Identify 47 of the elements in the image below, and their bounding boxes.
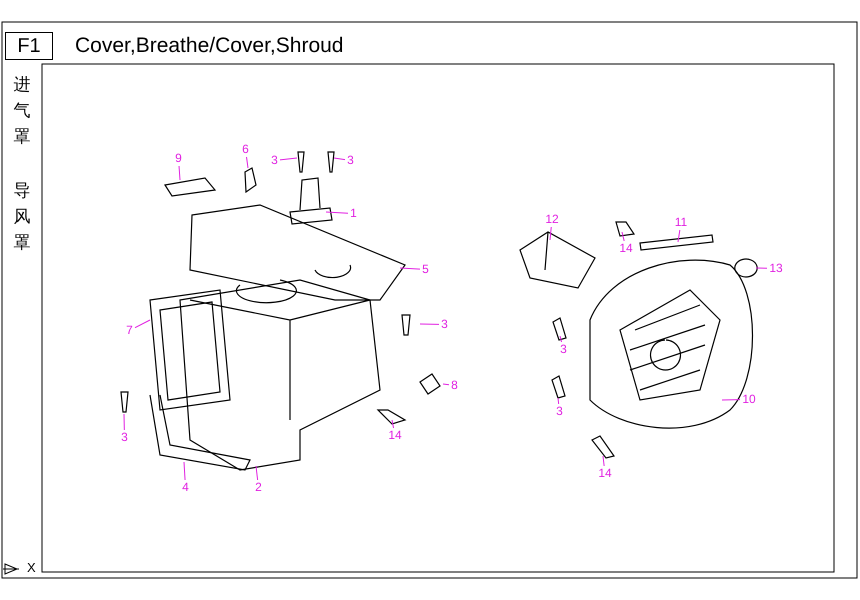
leader-line (678, 230, 680, 242)
leader-line (722, 399, 740, 400)
leader-line (420, 324, 440, 325)
leader-line (558, 398, 560, 404)
leader-line (246, 156, 248, 168)
leader-line (256, 466, 258, 480)
side-label: 导风罩 (12, 180, 32, 254)
callout-number: 11 (673, 216, 689, 229)
callout-number: 2 (254, 481, 263, 494)
leader-line (280, 158, 298, 160)
callout-number: 5 (421, 263, 430, 276)
callout-number: 3 (555, 405, 564, 418)
callout-number: 14 (597, 467, 613, 480)
page-code-box: F1 (5, 32, 53, 60)
callout-number: 1 (349, 207, 358, 220)
diagram-title: Cover,Breathe/Cover,Shroud (75, 33, 344, 59)
callout-number: 14 (387, 429, 403, 442)
callout-number: 3 (440, 318, 449, 331)
callout-number: 10 (741, 393, 757, 406)
leader-line (622, 232, 625, 242)
leader-line (326, 212, 348, 214)
callout-number: 14 (618, 242, 634, 255)
leader-line (124, 414, 125, 430)
leader-line (560, 336, 562, 342)
leader-line (178, 166, 180, 180)
leader-line (392, 420, 394, 428)
leader-line (184, 462, 186, 480)
callout-number: 6 (241, 143, 250, 156)
leader-line (400, 268, 420, 270)
callout-number: 3 (270, 154, 279, 167)
leader-line (334, 158, 346, 160)
callout-number: 9 (174, 152, 183, 165)
callout-number: 3 (559, 343, 568, 356)
side-label: 进气罩 (12, 74, 32, 148)
callout-number: 3 (346, 154, 355, 167)
leader-line (134, 320, 150, 328)
callout-number: 12 (544, 213, 560, 226)
callout-number: 3 (120, 431, 129, 444)
leader-line (602, 456, 605, 466)
callout-number: 7 (125, 324, 134, 337)
corner-mark: X (27, 560, 36, 576)
leader-line (550, 226, 552, 240)
callout-number: 13 (768, 262, 784, 275)
leader-line (756, 268, 768, 269)
callout-number: 4 (181, 481, 190, 494)
leader-line (442, 384, 450, 386)
callout-number: 8 (450, 379, 459, 392)
